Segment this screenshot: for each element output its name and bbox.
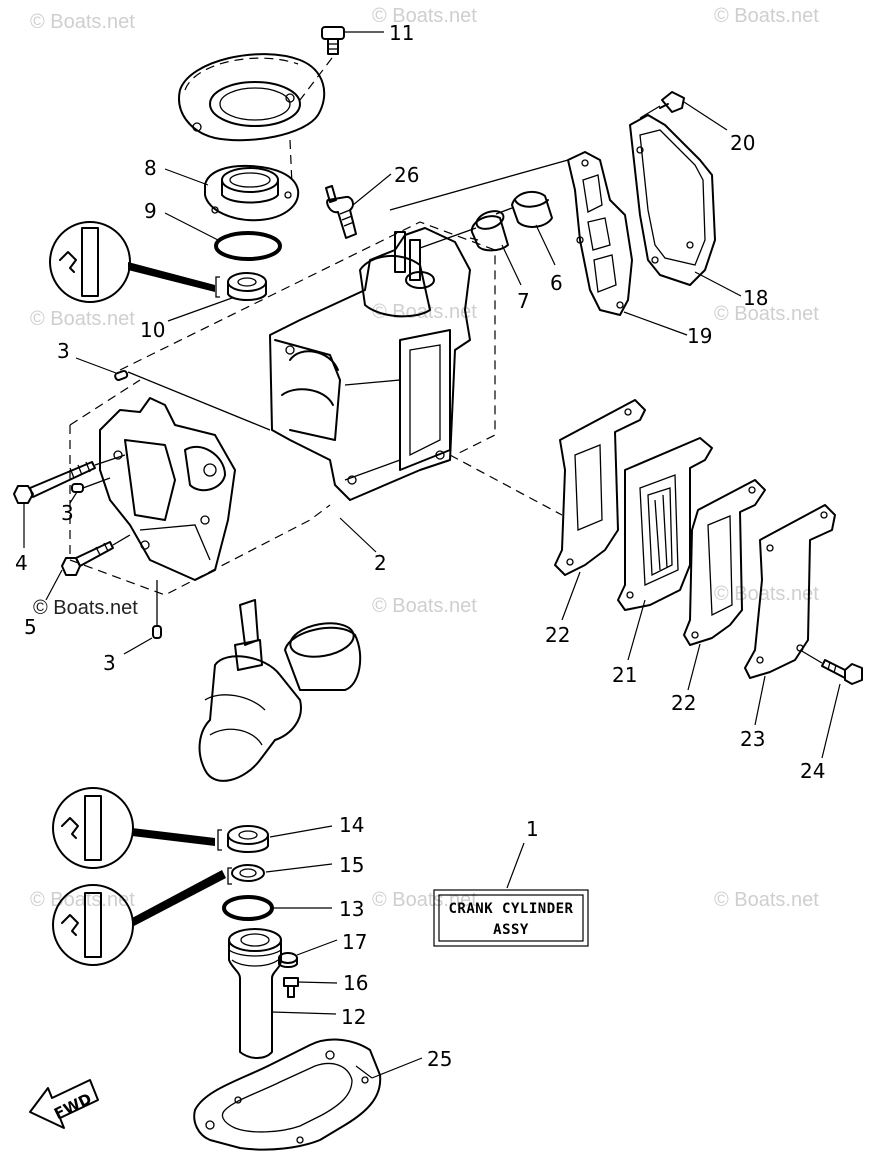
grease-callout-upper: [49, 221, 215, 303]
bolt-4: [13, 454, 126, 548]
label-18: 18: [743, 286, 768, 310]
watermark: © Boats.net: [714, 5, 819, 27]
screw-16: [283, 977, 338, 998]
watermark: © Boats.net: [714, 889, 819, 911]
cover-18: [629, 114, 742, 297]
label-7: 7: [517, 289, 530, 313]
label-17: 17: [342, 930, 367, 954]
label-21: 21: [612, 663, 637, 687]
gasket-19: [389, 151, 688, 336]
thermostat-cap-6: [495, 190, 556, 266]
watermark: © Boats.net: [714, 583, 819, 605]
gasket-22-left: [449, 399, 646, 621]
label-12: 12: [341, 1005, 366, 1029]
grease-callout-lower-2: [52, 870, 226, 966]
bolt-5: [45, 534, 131, 601]
crankshaft: [198, 599, 362, 782]
label-9: 9: [144, 199, 157, 223]
label-8: 8: [144, 156, 157, 180]
watermark: © Boats.net: [33, 597, 138, 619]
fwd-arrow: FWD: [29, 1079, 99, 1129]
label-24: 24: [800, 759, 825, 783]
sleeve-12: [228, 928, 337, 1059]
dowel-pin-3-bottom: [123, 580, 162, 655]
label-26: 26: [394, 163, 419, 187]
o-ring-9: [164, 212, 282, 261]
gasket-22-right: [683, 479, 766, 691]
reed-valve-21: [617, 437, 713, 661]
label-23: 23: [740, 727, 765, 751]
label-16: 16: [343, 971, 368, 995]
watermark: © Boats.net: [372, 5, 477, 27]
label-22-right: 22: [671, 691, 696, 715]
oil-seal-10: [167, 272, 267, 322]
label-19: 19: [687, 324, 712, 348]
label-13: 13: [339, 897, 364, 921]
bolt-24: [799, 649, 863, 759]
thermostat-7: [419, 210, 522, 286]
o-ring-13: [222, 895, 332, 921]
part-labels: 1 2 3 3 3 4 5 6 7 8 9 10 11 12 13 14 15 …: [15, 21, 825, 1071]
watermarks: © Boats.net © Boats.net © Boats.net © Bo…: [30, 5, 819, 911]
spark-plug-26: [325, 173, 392, 239]
cylinder-block-2: [269, 227, 471, 501]
label-2: 2: [374, 551, 387, 575]
label-22-left: 22: [545, 623, 570, 647]
washer-17: [278, 939, 338, 968]
leader-2: [339, 517, 377, 553]
oil-seal-14: [217, 825, 333, 853]
label-3-mid: 3: [61, 501, 74, 525]
crankcase: [99, 397, 236, 581]
housing-8: [164, 139, 300, 222]
label-3-top: 3: [57, 339, 70, 363]
label-10: 10: [140, 318, 165, 342]
watermark: © Boats.net: [714, 303, 819, 325]
watermark: © Boats.net: [372, 595, 477, 617]
label-4: 4: [15, 551, 28, 575]
label-14: 14: [339, 813, 364, 837]
cover-plate-23: [744, 504, 836, 726]
gasket-25: [193, 1038, 423, 1151]
label-3-bottom: 3: [103, 651, 116, 675]
label-6: 6: [550, 271, 563, 295]
label-1: 1: [526, 817, 539, 841]
assembly-outline-upper: [119, 221, 496, 456]
watermark: © Boats.net: [30, 889, 135, 911]
title-line-2: ASSY: [493, 922, 529, 938]
watermark: © Boats.net: [30, 11, 135, 33]
title-box: CRANK CYLINDER ASSY: [433, 842, 589, 947]
seal-15: [227, 863, 333, 885]
bolt-11: [321, 26, 384, 55]
watermark: © Boats.net: [30, 308, 135, 330]
label-15: 15: [339, 853, 364, 877]
label-20: 20: [730, 131, 755, 155]
label-5: 5: [24, 615, 37, 639]
label-25: 25: [427, 1047, 452, 1071]
title-line-1: CRANK CYLINDER: [448, 901, 573, 917]
dowel-pin-3-mid: [69, 477, 111, 504]
bolt-20: [639, 91, 728, 131]
dowel-pin-3-top: [75, 357, 271, 431]
grease-callout-lower-1: [52, 787, 215, 869]
assembly-outline-lower: [69, 379, 331, 596]
label-11: 11: [389, 21, 414, 45]
seal-housing: [178, 53, 333, 142]
